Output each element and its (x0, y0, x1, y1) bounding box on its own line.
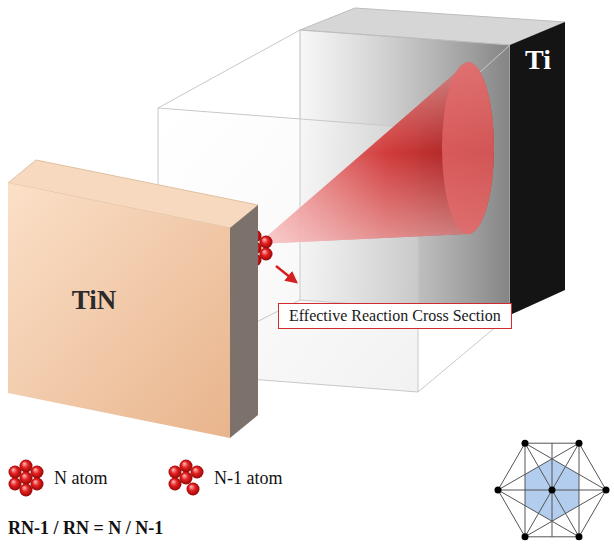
callout-box: Effective Reaction Cross Section (278, 303, 512, 329)
legend-sample (166, 458, 206, 498)
legend-text: N atom (54, 468, 108, 489)
node-text: Effective Reaction Cross Section (289, 307, 501, 325)
legend-item: N-1 atom (166, 458, 282, 498)
pointer-arrow (276, 266, 296, 282)
slab-label: Ti (511, 40, 565, 80)
slab-label: TiN (24, 278, 164, 322)
legend-sample (6, 458, 46, 498)
hexagon-lattice (495, 440, 610, 541)
node-text: TiN (72, 285, 117, 316)
formula-label: RN-1 / RN = N / N-1 (8, 518, 163, 539)
legend-item: N atom (6, 458, 108, 498)
node-text: Ti (525, 44, 551, 76)
reaction-cone (258, 62, 494, 244)
legend-text: N-1 atom (214, 468, 282, 489)
tin-slab (8, 160, 258, 438)
